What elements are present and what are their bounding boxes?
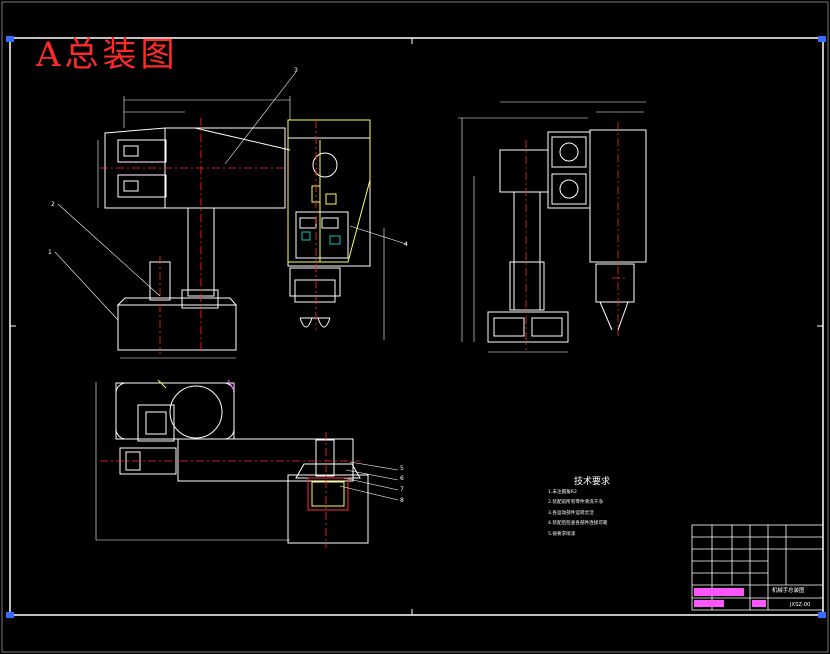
side-view <box>487 129 647 343</box>
front-view-leaders <box>54 71 407 321</box>
front-view-details <box>301 140 341 262</box>
callout-labels: 1 2 3 4 5 6 7 8 <box>48 67 408 504</box>
wrist-gear <box>312 152 338 178</box>
side-column <box>513 191 541 311</box>
front-view-dimensions <box>97 96 385 359</box>
arm-head <box>104 127 166 209</box>
top-view-leaders <box>339 461 399 501</box>
requirement-item: 2.装配前所有零件清洗干净 <box>548 500 603 506</box>
callout-1: 1 <box>48 249 52 256</box>
title-block-drawing-name: 机械手总装图 <box>772 588 805 594</box>
top-base-outline <box>115 382 235 440</box>
callout-4: 4 <box>404 241 408 248</box>
technical-requirements-list: 1.未注圆角R2 2.装配前所有零件清洗干净 3.各运动部件运转灵活 4.装配后… <box>548 488 608 540</box>
wrist-cover <box>287 119 371 263</box>
side-base <box>487 311 569 343</box>
side-view-dimensions <box>458 101 646 353</box>
front-view-centerlines <box>100 118 317 354</box>
frame-markers <box>6 36 826 618</box>
base <box>117 304 237 351</box>
top-view-highlights <box>157 379 345 507</box>
callout-8: 8 <box>400 497 404 504</box>
front-view <box>104 119 371 351</box>
requirement-item: 3.各运动部件运转灵活 <box>548 510 594 516</box>
title-block-drawing-code: JXSZ-00 <box>790 602 811 608</box>
zone-ticks <box>10 38 823 615</box>
callout-3: 3 <box>294 67 298 74</box>
top-column-circle <box>169 385 223 439</box>
wrist-housing <box>287 137 371 267</box>
callout-7: 7 <box>400 486 404 493</box>
title-block <box>691 524 824 611</box>
callout-2: 2 <box>51 201 55 208</box>
drawing-title-stamp: A总装图 <box>36 35 179 75</box>
top-view-centerlines <box>100 432 360 548</box>
gripper-motor-top <box>117 139 167 163</box>
technical-requirements-title: 技术要求 <box>574 477 611 487</box>
top-arm <box>177 438 354 482</box>
requirement-item: 4.装配后检查各部件连接可靠 <box>548 521 608 527</box>
gripper-fingers <box>299 317 331 328</box>
gripper-motor-bottom <box>117 174 167 198</box>
inner-frame <box>9 37 824 616</box>
side-view-centerlines <box>525 122 626 350</box>
callout-6: 6 <box>400 475 404 482</box>
top-view <box>95 382 369 544</box>
requirement-item: 1.未注圆角R2 <box>548 490 577 495</box>
callout-5: 5 <box>400 465 404 472</box>
requirement-item: 5.按要求喷漆 <box>548 531 576 537</box>
top-wrist-block <box>287 474 369 544</box>
title-block-marks <box>694 588 766 607</box>
